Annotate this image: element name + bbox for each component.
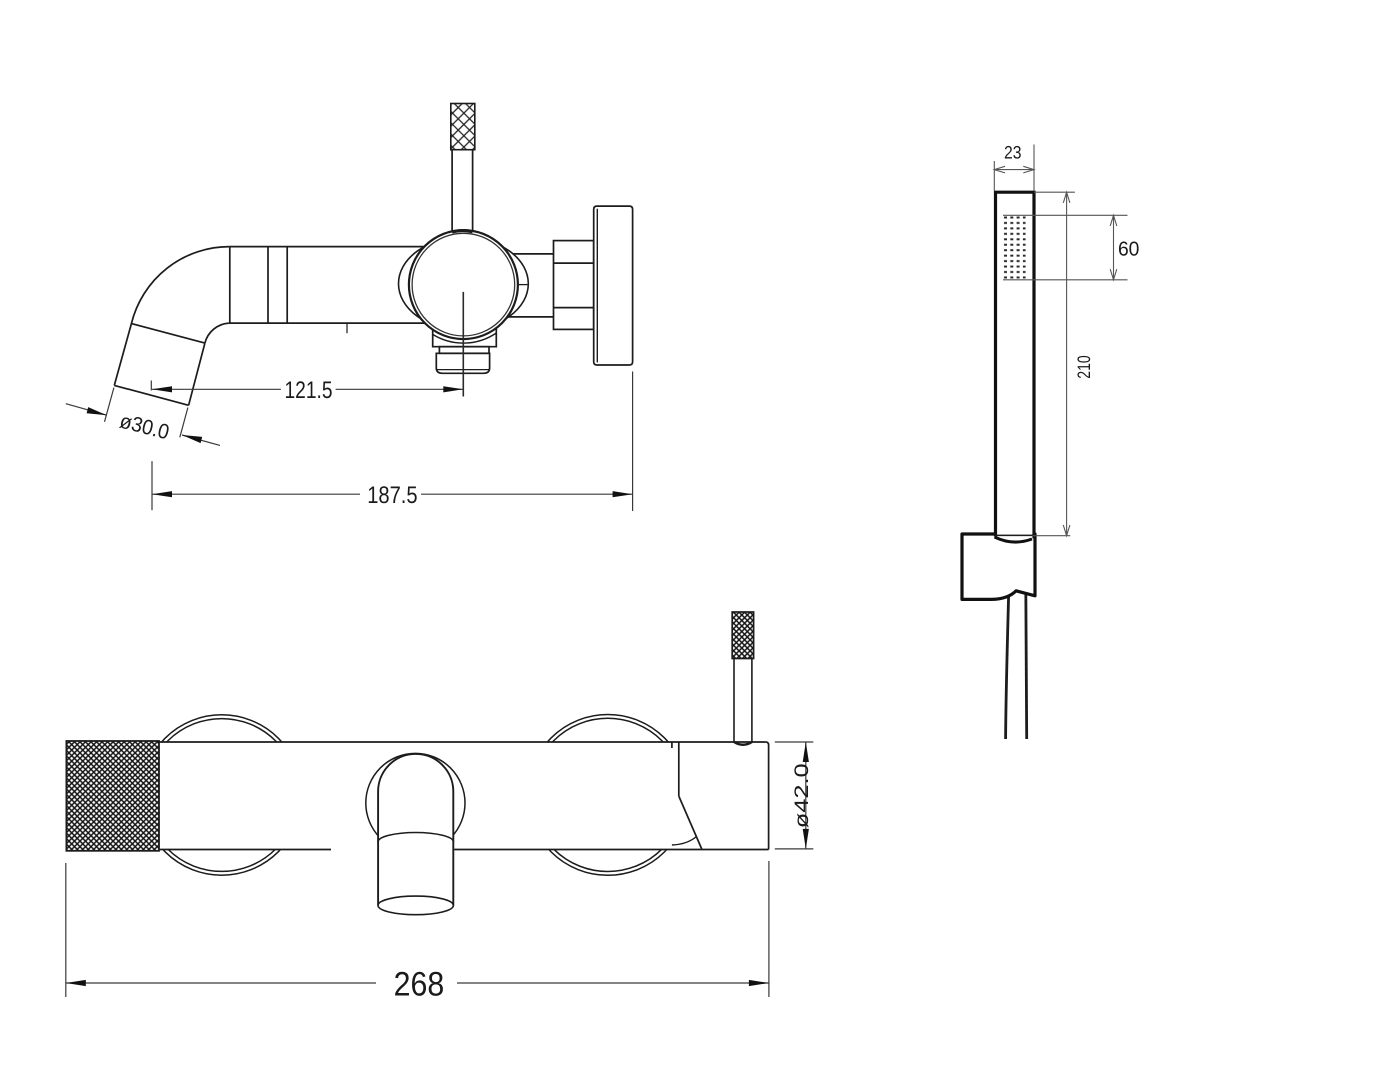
svg-text:ø42.0: ø42.0: [791, 763, 813, 828]
svg-text:60: 60: [1118, 239, 1140, 261]
svg-text:268: 268: [394, 966, 445, 1004]
svg-text:121.5: 121.5: [285, 377, 333, 404]
svg-text:210: 210: [1074, 355, 1094, 379]
svg-text:187.5: 187.5: [367, 482, 417, 509]
svg-text:23: 23: [1004, 143, 1022, 163]
